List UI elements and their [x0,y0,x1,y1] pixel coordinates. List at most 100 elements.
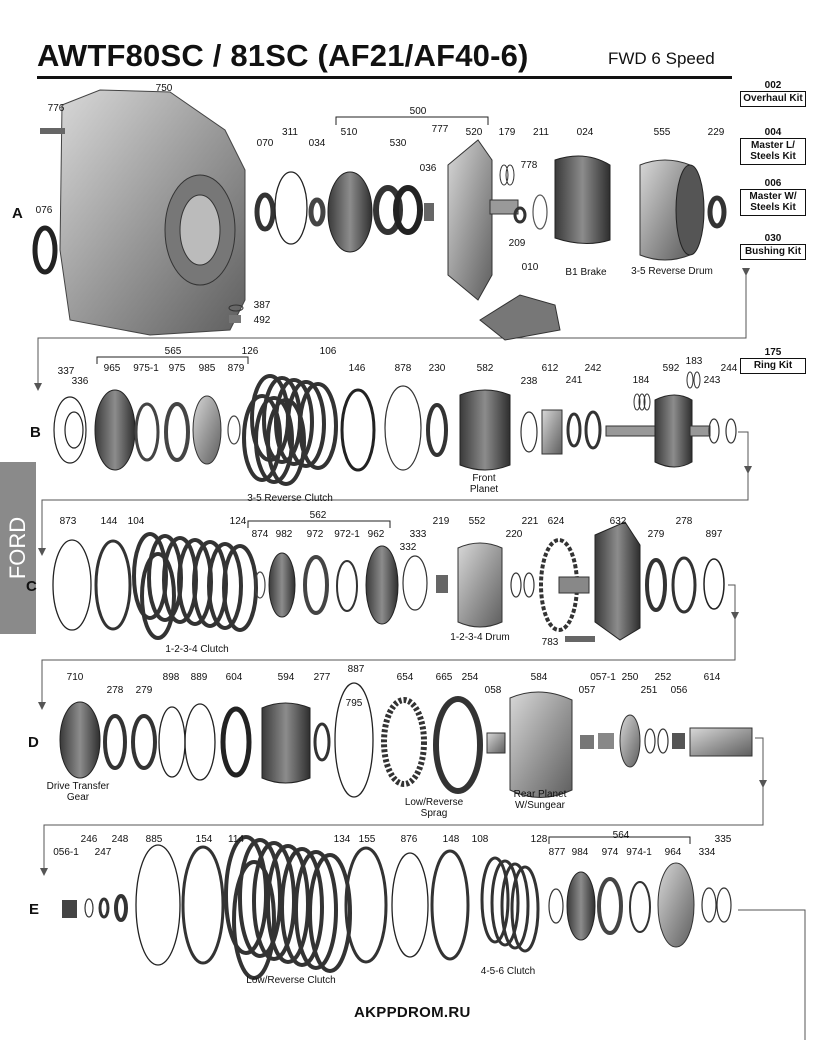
part-label: 337 [57,366,75,377]
row-letter-a: A [12,205,23,222]
part-label: 333 [409,529,427,540]
page-subtitle: FWD 6 Speed [608,49,715,68]
part-label: 114 [228,834,244,845]
part-label: 984 [571,847,589,858]
part-label: 879 [227,363,245,374]
part-caption: 1-2-3-4 Drum [450,632,510,643]
part-label: 243 [703,375,721,386]
part-label: 244 [720,363,738,374]
part-label: 070 [256,138,274,149]
part-label: 897 [705,529,723,540]
part-label: 887 [347,664,365,675]
part-label: 278 [675,516,693,527]
part-label: 582 [476,363,494,374]
part-label: 612 [541,363,559,374]
kit-ring: 175 Ring Kit [740,347,806,374]
part-label: 889 [190,672,208,683]
part-label: 710 [66,672,84,683]
part-label: 565 [164,346,182,357]
part-label: 492 [253,315,271,326]
part-label: 335 [714,834,732,845]
part-caption: B1 Brake [565,267,607,278]
part-label: 209 [508,238,526,249]
part-label: 242 [584,363,602,374]
part-label: 106 [319,346,337,357]
kit-master-l-steels: 004 Master L/ Steels Kit [740,127,806,165]
part-label: 124 [229,516,247,527]
part-label: 974 [601,847,619,858]
part-label: 530 [389,138,407,149]
kit-code: 002 [764,80,782,91]
part-label: 134 [333,834,351,845]
row-b-parts [53,371,737,486]
part-label: 624 [547,516,565,527]
row-a-parts [32,89,727,341]
part-label: 248 [111,834,129,845]
part-label: 279 [135,685,153,696]
part-label: 010 [521,262,539,273]
part-label: 250 [621,672,639,683]
part-label: 108 [471,834,489,845]
part-label: 614 [703,672,721,683]
part-label: 520 [465,127,483,138]
part-label: 058 [484,685,502,696]
kit-master-w-steels: 006 Master W/ Steels Kit [740,178,806,216]
part-label: 277 [313,672,331,683]
part-label: 777 [431,124,449,135]
page-title: AWTF80SC / 81SC (AF21/AF40-6) [37,38,529,73]
row-c-parts [52,521,725,642]
part-label: 750 [155,83,173,94]
kit-name: Master W/ Steels Kit [740,189,806,216]
part-label: 155 [358,834,376,845]
part-label: 146 [348,363,366,374]
kit-name: Ring Kit [740,358,806,374]
part-label: 219 [432,516,450,527]
group-brackets [96,116,691,844]
part-label: 604 [225,672,243,683]
part-label: 034 [308,138,326,149]
part-label: 332 [399,542,417,553]
flow-connectors [37,270,806,1040]
kit-bushing: 030 Bushing Kit [740,233,806,260]
part-label: 128 [530,834,548,845]
part-label: 876 [400,834,418,845]
part-label: 230 [428,363,446,374]
part-label: 776 [47,103,65,114]
part-label: 964 [664,847,682,858]
part-label: 311 [282,127,298,138]
row-d-parts [59,682,753,798]
kit-code: 004 [764,127,782,138]
part-label: 665 [435,672,453,683]
part-label: 885 [145,834,163,845]
part-label: 184 [632,375,650,386]
row-letter-b: B [30,424,41,441]
row-letter-d: D [28,734,39,751]
part-label: 104 [127,516,145,527]
kit-overhaul: 002 Overhaul Kit [740,80,806,107]
kit-code: 030 [764,233,782,244]
part-label: 898 [162,672,180,683]
part-label: 982 [275,529,293,540]
part-label: 975-1 [133,363,159,374]
part-label: 592 [662,363,680,374]
part-label: 972-1 [334,529,360,540]
part-label: 221 [521,516,539,527]
part-label: 334 [698,847,716,858]
part-label: 510 [340,127,358,138]
title-rule [37,76,732,79]
row-letter-c: C [26,578,37,595]
part-caption: Low/Reverse Sprag [404,797,464,819]
part-label: 241 [565,375,583,386]
part-caption: 1-2-3-4 Clutch [165,644,229,655]
kit-name: Bushing Kit [740,244,806,260]
part-label: 056-1 [53,847,79,858]
part-label: 229 [707,127,725,138]
kit-code: 175 [764,347,782,358]
part-label: 254 [461,672,479,683]
part-label: 024 [576,127,594,138]
row-e-parts [62,835,732,980]
part-label: 076 [35,205,53,216]
part-label: 183 [685,356,703,367]
part-caption: Low/Reverse Clutch [246,975,336,986]
part-label: 144 [100,516,118,527]
